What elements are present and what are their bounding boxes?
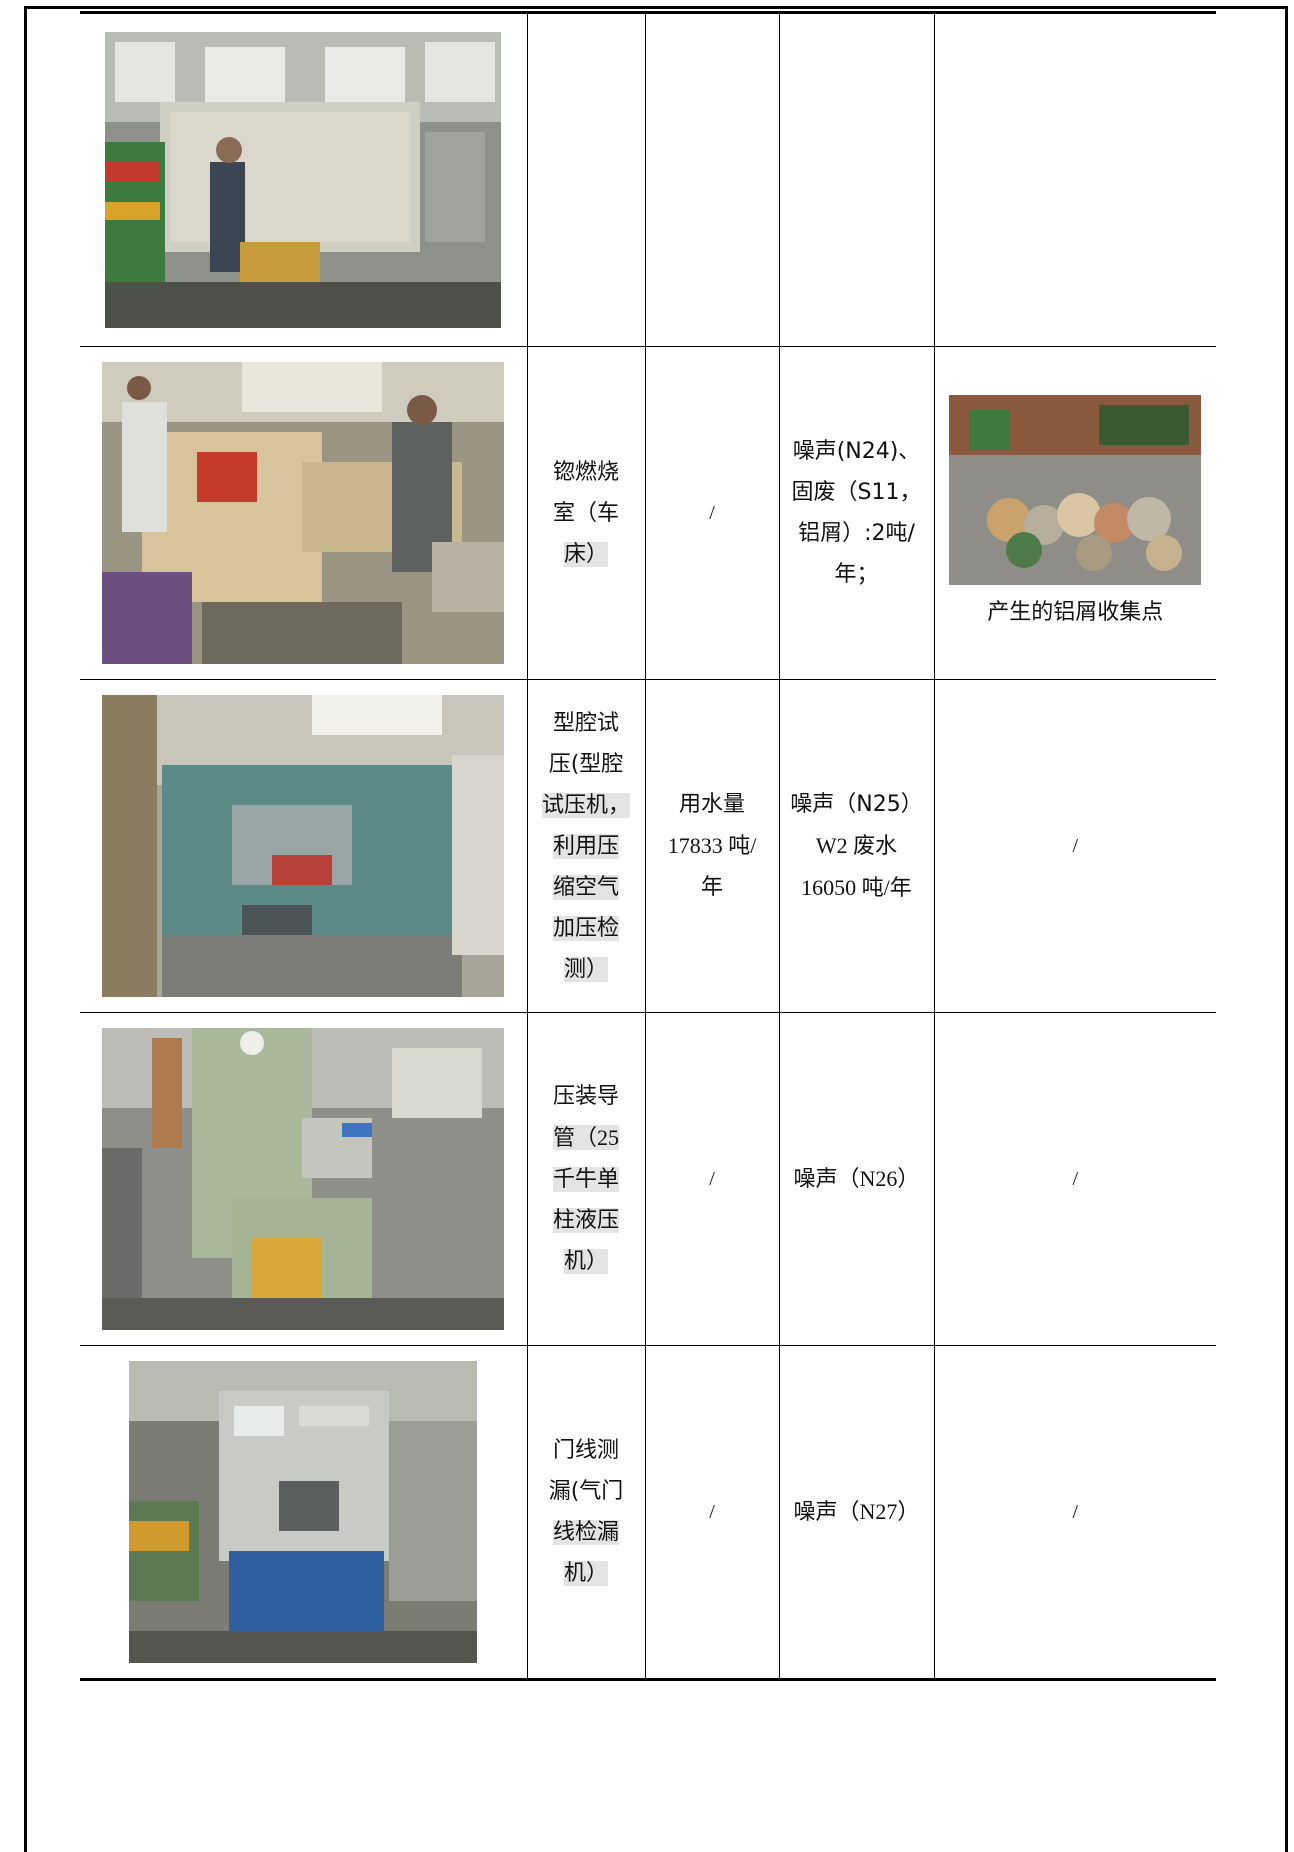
pollutant-cell: 噪声（N27） <box>778 1345 935 1681</box>
water-cell <box>644 11 780 347</box>
photo-cell <box>80 346 528 680</box>
measure-value: / <box>1072 1501 1079 1523</box>
table-row: 门线测 漏(气门 线检漏 机） / 噪声（N27） / <box>80 1345 1216 1681</box>
process-table: 锪燃烧 室（车 床） / 噪声(N24)、 固废（S11， 铝屑）:2吨/ 年； <box>80 11 1216 1681</box>
pollutant-label: 噪声(N24)、 固废（S11， 铝屑）:2吨/ 年； <box>791 439 922 587</box>
pollutant-cell: 噪声(N24)、 固废（S11， 铝屑）:2吨/ 年； <box>778 346 935 680</box>
aluminum-chip-collection-photo <box>949 395 1202 585</box>
pollutant-label: 噪声（N25） W2 废水 16050 吨/年 <box>790 791 923 900</box>
lathe-photo <box>102 362 505 664</box>
process-cell: 型腔试 压(型腔 试压机， 利用压 缩空气 加压检 测） <box>526 679 646 1013</box>
pollutant-cell: 噪声（N26） <box>778 1012 935 1346</box>
water-cell: 用水量 17833 吨/ 年 <box>644 679 780 1013</box>
table-row: 压装导 管（25 千牛单 柱液压 机） / 噪声（N26） / <box>80 1012 1216 1346</box>
process-cell: 压装导 管（25 千牛单 柱液压 机） <box>526 1012 646 1346</box>
table-row: 型腔试 压(型腔 试压机， 利用压 缩空气 加压检 测） 用水量 17833 吨… <box>80 679 1216 1013</box>
photo-cell <box>80 1012 528 1346</box>
table-row <box>80 11 1216 347</box>
measure-cell: / <box>933 679 1216 1013</box>
cavity-pressure-test-photo <box>102 695 505 997</box>
measure-cell: 产生的铝屑收集点 <box>933 346 1216 680</box>
photo-cell <box>80 679 528 1013</box>
water-cell: / <box>644 1012 780 1346</box>
pollutant-label: 噪声（N27） <box>793 1499 920 1524</box>
table-row: 锪燃烧 室（车 床） / 噪声(N24)、 固废（S11， 铝屑）:2吨/ 年； <box>80 346 1216 680</box>
process-cell: 锪燃烧 室（车 床） <box>526 346 646 680</box>
pollutant-cell <box>778 11 935 347</box>
water-cell: / <box>644 346 780 680</box>
process-cell: 门线测 漏(气门 线检漏 机） <box>526 1345 646 1681</box>
process-label: 压装导 管（25 千牛单 柱液压 机） <box>552 1084 619 1274</box>
page-frame <box>24 6 1288 1852</box>
measure-value: / <box>1072 835 1079 857</box>
measure-cell: / <box>933 1345 1216 1681</box>
photo-cell <box>80 1345 528 1681</box>
measure-caption: 产生的铝屑收集点 <box>987 600 1164 625</box>
water-cell: / <box>644 1345 780 1681</box>
photo-cell <box>80 11 528 347</box>
cnc-machine-photo <box>105 32 502 328</box>
measure-cell: / <box>933 1012 1216 1346</box>
pollutant-cell: 噪声（N25） W2 废水 16050 吨/年 <box>778 679 935 1013</box>
process-label: 型腔试 压(型腔 试压机， 利用压 缩空气 加压检 测） <box>541 710 630 982</box>
measure-value: / <box>1072 1168 1079 1190</box>
process-cell <box>526 11 646 347</box>
hydraulic-press-photo <box>102 1028 505 1330</box>
water-value: / <box>709 1501 715 1523</box>
pollutant-label: 噪声（N26） <box>793 1166 920 1191</box>
process-label: 门线测 漏(气门 线检漏 机） <box>548 1438 624 1586</box>
leak-tester-photo <box>129 1361 478 1663</box>
water-value: / <box>709 502 715 524</box>
process-label: 锪燃烧 室（车 床） <box>552 459 619 567</box>
water-value: / <box>709 1168 715 1190</box>
water-label: 用水量 17833 吨/ 年 <box>667 792 757 900</box>
measure-cell <box>933 11 1216 347</box>
